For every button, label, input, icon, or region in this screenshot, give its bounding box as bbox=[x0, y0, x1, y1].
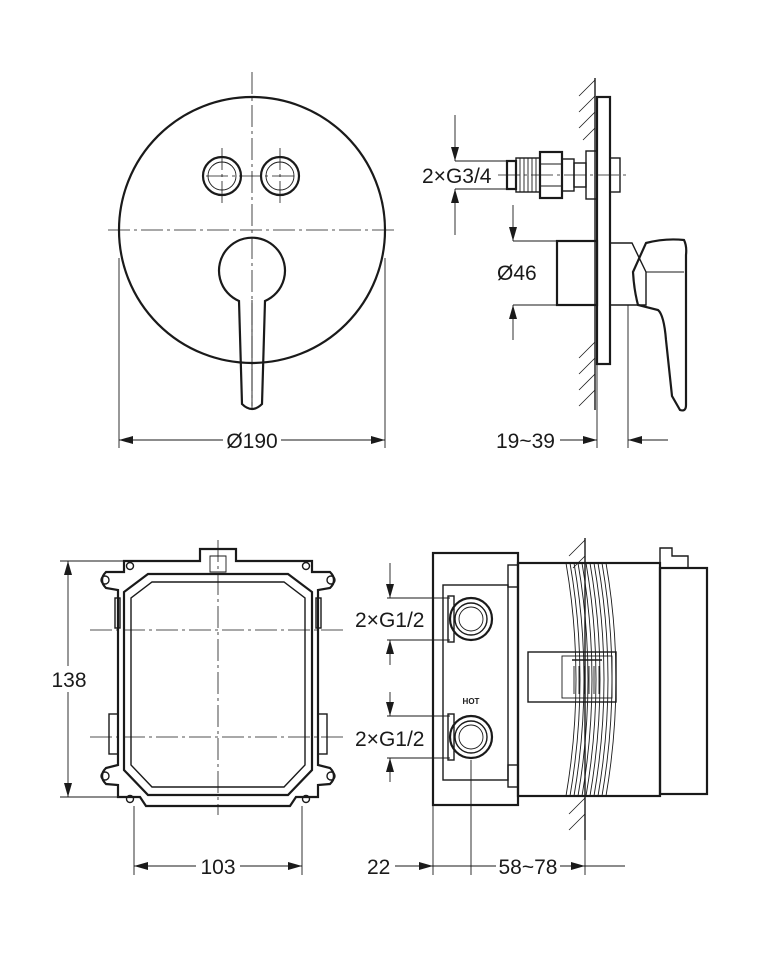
box-front-view: 138 103 bbox=[50, 540, 346, 879]
depth-range-label: 58~78 bbox=[499, 856, 558, 879]
side-view: 2×G3/4 Ø46 19~39 bbox=[422, 78, 688, 453]
inlet-port-top bbox=[447, 595, 494, 643]
depth-front-label: 22 bbox=[367, 856, 390, 879]
wall-adjust-label: 19~39 bbox=[496, 430, 555, 453]
button-left bbox=[201, 155, 243, 197]
scale-label bbox=[527, 651, 617, 703]
inlet-port-bottom bbox=[447, 713, 494, 761]
front-view: Ø190 bbox=[108, 72, 398, 453]
rear-block bbox=[658, 566, 709, 796]
button-right bbox=[259, 155, 301, 197]
height-box-label: 138 bbox=[51, 669, 86, 692]
diameter-plate-label: Ø190 bbox=[226, 430, 277, 453]
box-side-view: HOT 2×G1/2 2×G1/2 22 58~78 bbox=[355, 538, 709, 879]
box-opening-inner bbox=[130, 581, 306, 788]
width-box-label: 103 bbox=[200, 856, 235, 879]
outlet-thread-label: 2×G3/4 bbox=[422, 165, 492, 188]
valve-box-body bbox=[431, 551, 520, 807]
box-opening-outer bbox=[122, 572, 314, 797]
diameter-body-label: Ø46 bbox=[497, 262, 537, 285]
lever-side bbox=[631, 238, 688, 412]
plate-profile bbox=[595, 95, 612, 366]
inlet-thread-bottom-label: 2×G1/2 bbox=[355, 728, 424, 751]
lever-handle bbox=[217, 236, 287, 411]
inlet-thread-top-label: 2×G1/2 bbox=[355, 609, 424, 632]
body-cylinder bbox=[555, 239, 599, 307]
hot-mark: HOT bbox=[463, 697, 480, 706]
